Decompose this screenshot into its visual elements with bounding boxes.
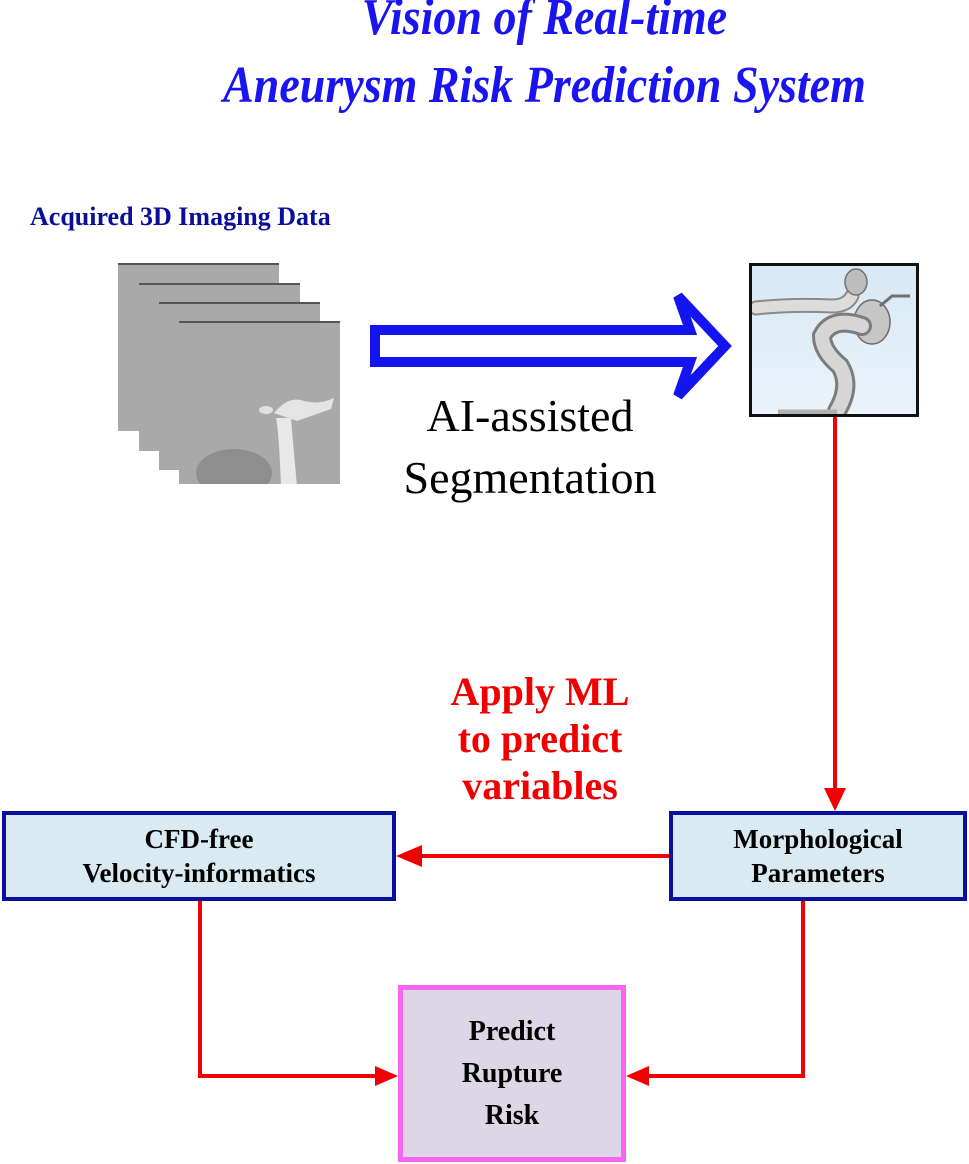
ml-step-line3: variables (462, 763, 618, 808)
segmented-model-image (749, 263, 919, 417)
segmentation-label-line2: Segmentation (403, 452, 657, 503)
morphological-parameters-box: Morphological Parameters (669, 811, 967, 901)
diagram-title-line2: Aneurysm Risk Prediction System (223, 55, 866, 113)
predict-rupture-risk-box: Predict Rupture Risk (398, 985, 626, 1162)
morph-box-line1: Morphological (733, 824, 903, 854)
risk-box-line3: Risk (484, 1099, 540, 1131)
imaging-data-label: Acquired 3D Imaging Data (30, 202, 331, 231)
segmentation-label-line1: AI-assisted (426, 390, 634, 441)
aneurysm-model-icon (752, 268, 910, 414)
cfd-box-line1: CFD-free (144, 824, 254, 854)
morph-to-risk-line (646, 901, 805, 1078)
ml-step-label: Apply ML to predict variables (420, 668, 660, 809)
segmentation-label: AI-assisted Segmentation (360, 385, 700, 509)
imaging-slice-front (179, 321, 340, 484)
ml-step-line1: Apply ML (450, 669, 630, 714)
ml-step-line2: to predict (457, 716, 623, 761)
segmentation-arrow-icon (370, 292, 732, 400)
cfd-box-line2: Velocity-informatics (82, 858, 316, 888)
morph-arrowhead-icon (824, 788, 846, 811)
diagram-title-line1: Vision of Real-time (361, 0, 728, 45)
cfd-to-risk-line (198, 901, 380, 1078)
risk-left-arrowhead-icon (375, 1066, 398, 1086)
cfd-arrowhead-icon (396, 845, 422, 867)
risk-box-line2: Rupture (461, 1057, 563, 1089)
morph-box-line2: Parameters (751, 858, 885, 888)
cfd-free-velocity-box: CFD-free Velocity-informatics (2, 811, 396, 901)
angiography-vessel-image (196, 398, 334, 484)
risk-box-line1: Predict (468, 1015, 556, 1047)
risk-right-arrowhead-icon (626, 1066, 649, 1086)
